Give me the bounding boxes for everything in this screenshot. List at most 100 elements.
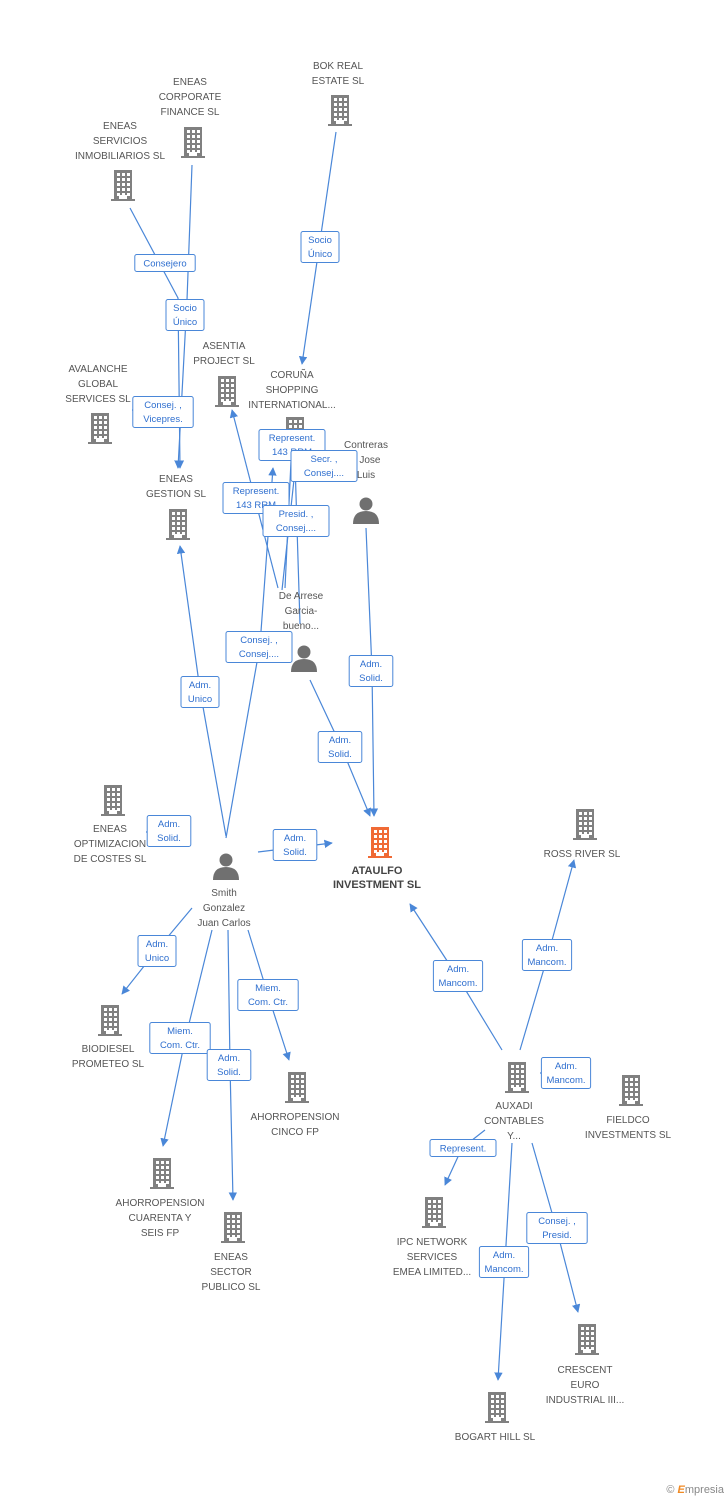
node-label: INTERNATIONAL... xyxy=(248,400,336,411)
edge-label[interactable]: Adm. Solid. xyxy=(317,731,363,763)
building-icon xyxy=(575,1324,599,1355)
node-label: GLOBAL xyxy=(78,379,118,390)
node-label: SERVICIOS xyxy=(93,136,148,147)
edge-label[interactable]: Adm. Unico xyxy=(180,676,220,708)
edge-label-text: Unico xyxy=(145,953,169,964)
building-icon xyxy=(111,170,135,201)
edge-label[interactable]: Presid. ,Consej.... xyxy=(262,505,330,537)
edge-label[interactable]: Miem.Com. Ctr. xyxy=(149,1022,211,1054)
node-label: ASENTIA xyxy=(203,341,246,352)
edge-label-text: Consej. , xyxy=(538,1216,576,1227)
edge-label[interactable]: Represent. xyxy=(429,1139,497,1157)
edge-label[interactable]: Secr. ,Consej.... xyxy=(290,450,358,482)
building-icon xyxy=(505,1062,529,1093)
node-label: FIELDCO xyxy=(606,1115,650,1126)
edge-label[interactable]: Consejero xyxy=(134,254,196,272)
edge-label[interactable]: Adm.Mancom. xyxy=(432,960,484,992)
edge-label-text: Adm. xyxy=(329,735,351,746)
edge-label-text: Solid. xyxy=(328,749,352,760)
node-label: z Jose xyxy=(352,455,381,466)
node-label: CONTABLES xyxy=(484,1116,544,1127)
edge-label[interactable]: Adm. Mancom. xyxy=(478,1246,530,1278)
node-label: INDUSTRIAL III... xyxy=(546,1395,625,1406)
edge-label-text: Consej.... xyxy=(239,649,279,660)
edge-label-text: Adm. xyxy=(493,1250,515,1261)
edge-label-text: Mancom. xyxy=(527,957,566,968)
edge-label[interactable]: Adm.Solid. xyxy=(348,655,394,687)
edge-label[interactable]: Adm.Mancom. xyxy=(540,1057,592,1089)
node-bogart[interactable]: BOGART HILL SL xyxy=(455,1392,536,1443)
edge-label[interactable]: Adm.Solid. xyxy=(146,815,192,847)
edge-label-text: Adm. xyxy=(218,1053,240,1064)
edge-label-text: Solid. xyxy=(157,833,181,844)
edge-line xyxy=(444,1129,486,1186)
edge-label[interactable]: Miem.Com. Ctr. xyxy=(237,979,299,1011)
node-label: AUXADI xyxy=(495,1101,532,1112)
building-icon xyxy=(101,785,125,816)
node-label: Smith xyxy=(211,888,237,899)
edge-label[interactable]: Adm. Solid. xyxy=(206,1049,252,1081)
node-label: EMEA LIMITED... xyxy=(393,1267,471,1278)
building-icon xyxy=(619,1075,643,1106)
edge-label-text: Mancom. xyxy=(484,1264,523,1275)
edge-label[interactable]: Adm. Mancom. xyxy=(521,939,573,971)
node-label: Gonzalez xyxy=(203,903,245,914)
node-auxadi[interactable]: AUXADICONTABLESY... xyxy=(484,1062,544,1142)
edge-label[interactable]: Adm.Unico xyxy=(137,935,177,967)
node-label: ROSS RIVER SL xyxy=(544,849,621,860)
edge-label-text: Socio xyxy=(173,303,197,314)
edge-label-text: Solid. xyxy=(217,1067,241,1078)
node-label: De Arrese xyxy=(279,591,324,602)
edge-label[interactable]: Consej. ,Vicepres. xyxy=(132,396,194,428)
node-label: CINCO FP xyxy=(271,1127,319,1138)
node-label: Luis xyxy=(357,470,375,481)
building-icon xyxy=(422,1197,446,1228)
edge-label-text: Adm. xyxy=(189,680,211,691)
node-label: IPC NETWORK xyxy=(397,1237,468,1248)
node-rossriver[interactable]: ROSS RIVER SL xyxy=(544,809,621,860)
edge-label-text: Adm. xyxy=(536,943,558,954)
edge-label-text: Unico xyxy=(188,694,212,705)
node-label: EURO xyxy=(571,1380,600,1391)
edge-label[interactable]: Consej. ,Presid. xyxy=(526,1212,588,1244)
building-icon xyxy=(181,127,205,158)
edge-label-text: Consej.... xyxy=(276,523,316,534)
node-label: bueno... xyxy=(283,621,319,632)
node-label: SERVICES SL xyxy=(65,394,131,405)
brand-logo: © Empresia xyxy=(666,1484,724,1496)
node-label: SECTOR xyxy=(210,1267,252,1278)
edge-label[interactable]: Adm.Solid. xyxy=(272,829,318,861)
edge-label[interactable]: Consej. ,Consej.... xyxy=(225,631,293,663)
node-label: ENEAS xyxy=(93,824,127,835)
copyright-symbol: © xyxy=(666,1484,675,1496)
edge-label-text: Consejero xyxy=(143,259,186,270)
node-label: BOK REAL xyxy=(313,61,363,72)
node-label: Contreras xyxy=(344,440,388,451)
edge-label-text: Miem. xyxy=(255,983,281,994)
node-dearrese[interactable]: De ArreseGarcia-bueno... xyxy=(279,591,324,672)
edge-label-text: Adm. xyxy=(555,1061,577,1072)
node-label: PUBLICO SL xyxy=(202,1282,261,1293)
building-icon xyxy=(88,413,112,444)
